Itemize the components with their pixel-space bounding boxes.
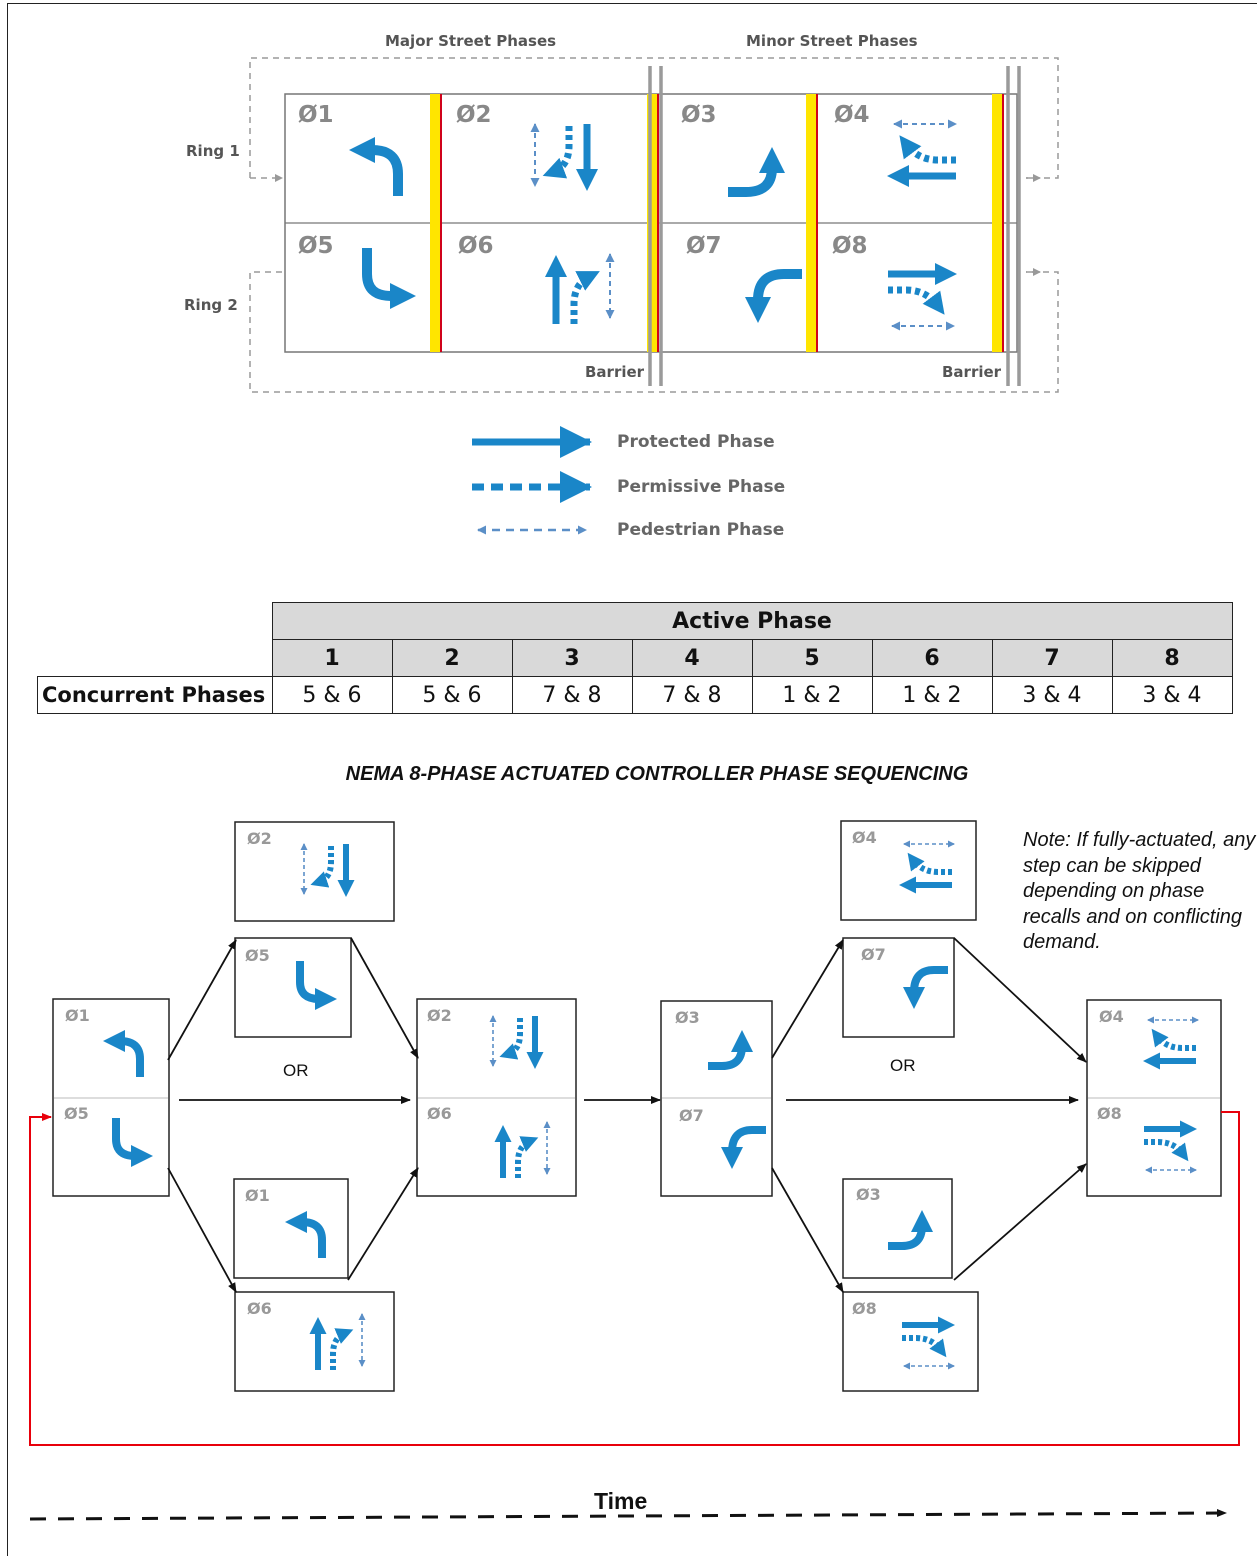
or-label-minor: OR bbox=[890, 1056, 916, 1075]
active-phase-col: 8 bbox=[1111, 639, 1233, 677]
phase-sequencing-diagram bbox=[52, 820, 1222, 1392]
seq-phase6-northbound-icon-b bbox=[318, 1314, 362, 1370]
seq-phase6-northbound-icon bbox=[503, 1122, 547, 1178]
seq-phase7-left-turn-icon-b bbox=[914, 970, 948, 998]
seq-phase3-left-turn-icon bbox=[708, 1041, 742, 1066]
active-phase-col: 7 bbox=[991, 639, 1113, 677]
ring1-label: Ring 1 bbox=[186, 142, 240, 160]
ring-phase1-label: Ø1 bbox=[298, 102, 334, 128]
minor-street-label: Minor Street Phases bbox=[746, 32, 918, 50]
legend-permissive-label: Permissive Phase bbox=[617, 477, 786, 497]
ring-phase3-label: Ø3 bbox=[681, 102, 717, 128]
time-axis-label: Time bbox=[594, 1488, 648, 1514]
cycle-return-arrow bbox=[29, 1111, 1240, 1446]
concurrent-phase-cell: 5 & 6 bbox=[391, 676, 513, 714]
seq-phase5-left-turn-icon bbox=[300, 961, 326, 999]
active-phase-col: 2 bbox=[391, 639, 513, 677]
sequencing-title: NEMA 8-PHASE ACTUATED CONTROLLER PHASE S… bbox=[345, 763, 969, 785]
active-phase-header: Active Phase bbox=[271, 602, 1233, 640]
ring-barrier-diagram bbox=[249, 57, 1059, 535]
seq-box-phase6-label-b: Ø6 bbox=[247, 1299, 272, 1318]
seq-box-phase3-label-b: Ø3 bbox=[856, 1185, 881, 1204]
seq-box-phase2-label-b: Ø2 bbox=[427, 1006, 452, 1025]
actuation-note: Note: If fully-actuated, any step can be… bbox=[1023, 829, 1256, 953]
concurrent-phase-cell: 3 & 4 bbox=[991, 676, 1113, 714]
seq-box-phase4-label: Ø4 bbox=[852, 828, 877, 847]
concurrent-phase-cell: 1 & 2 bbox=[751, 676, 873, 714]
seq-box-phase7-label: Ø7 bbox=[679, 1106, 704, 1125]
seq-phase8-eastbound-icon bbox=[1144, 1129, 1196, 1170]
concurrent-phase-table: Active Phase 1 2 3 4 5 6 7 8 Concurrent … bbox=[37, 602, 1233, 714]
legend-pedestrian-label: Pedestrian Phase bbox=[617, 520, 785, 540]
ring-phase5-label: Ø5 bbox=[298, 233, 334, 259]
active-phase-col: 1 bbox=[271, 639, 393, 677]
seq-phase4-westbound-icon bbox=[904, 844, 954, 885]
active-phase-col: 6 bbox=[871, 639, 993, 677]
seq-phase4-westbound-icon-b bbox=[1148, 1020, 1198, 1061]
seq-box-phase1-label-b: Ø1 bbox=[245, 1186, 270, 1205]
active-phase-col: 4 bbox=[631, 639, 753, 677]
figure-frame bbox=[7, 3, 1257, 1556]
sequencing-icons bbox=[29, 790, 1240, 1521]
seq-phase7-left-turn-icon bbox=[732, 1130, 766, 1158]
concurrent-phases-row-label: Concurrent Phases bbox=[37, 676, 273, 714]
seq-box-phase8-label: Ø8 bbox=[1097, 1104, 1122, 1123]
seq-phase5-left-turn-icon-b bbox=[116, 1118, 142, 1156]
ring-phase8-label: Ø8 bbox=[832, 233, 868, 259]
concurrent-phase-cell: 7 & 8 bbox=[511, 676, 633, 714]
concurrent-phase-cell: 3 & 4 bbox=[1111, 676, 1233, 714]
barrier-label-2: Barrier bbox=[942, 363, 1002, 381]
seq-box-phase5-label-b: Ø5 bbox=[64, 1104, 89, 1123]
ring-phase7-label: Ø7 bbox=[686, 233, 722, 259]
ring2-label: Ring 2 bbox=[184, 296, 238, 314]
concurrent-phase-cell: 1 & 2 bbox=[871, 676, 993, 714]
seq-box-phase2-label: Ø2 bbox=[247, 829, 272, 848]
seq-box-phase7-label-b: Ø7 bbox=[861, 945, 886, 964]
seq-box-phase4-label-b: Ø4 bbox=[1099, 1007, 1124, 1026]
major-street-label: Major Street Phases bbox=[385, 32, 557, 50]
legend-protected-label: Protected Phase bbox=[617, 432, 775, 452]
concurrent-phase-cell: 5 & 6 bbox=[271, 676, 393, 714]
active-phase-col: 3 bbox=[511, 639, 633, 677]
seq-box-phase5-label: Ø5 bbox=[245, 946, 270, 965]
active-phase-col: 5 bbox=[751, 639, 873, 677]
ring-phase4-label: Ø4 bbox=[834, 102, 870, 128]
concurrent-phase-cell: 7 & 8 bbox=[631, 676, 753, 714]
seq-phase3-left-turn-icon-b bbox=[888, 1221, 922, 1246]
ring-phase2-label: Ø2 bbox=[456, 102, 492, 128]
seq-box-phase6-label: Ø6 bbox=[427, 1104, 452, 1123]
seq-box-phase3-label: Ø3 bbox=[675, 1008, 700, 1027]
ring-phase6-label: Ø6 bbox=[458, 233, 494, 259]
seq-phase1-left-turn-icon bbox=[114, 1041, 140, 1077]
seq-phase2-southbound-icon bbox=[304, 844, 346, 894]
seq-phase1-left-turn-icon-b bbox=[296, 1222, 322, 1258]
seq-box-phase8-label-b: Ø8 bbox=[852, 1299, 877, 1318]
barrier-label-1: Barrier bbox=[585, 363, 645, 381]
seq-phase8-eastbound-icon-b bbox=[902, 1325, 954, 1366]
time-axis-arrow bbox=[29, 1509, 1227, 1521]
or-label-major: OR bbox=[283, 1061, 309, 1080]
seq-phase2-southbound-icon-b bbox=[493, 1016, 535, 1066]
seq-box-phase1-label: Ø1 bbox=[65, 1006, 90, 1025]
